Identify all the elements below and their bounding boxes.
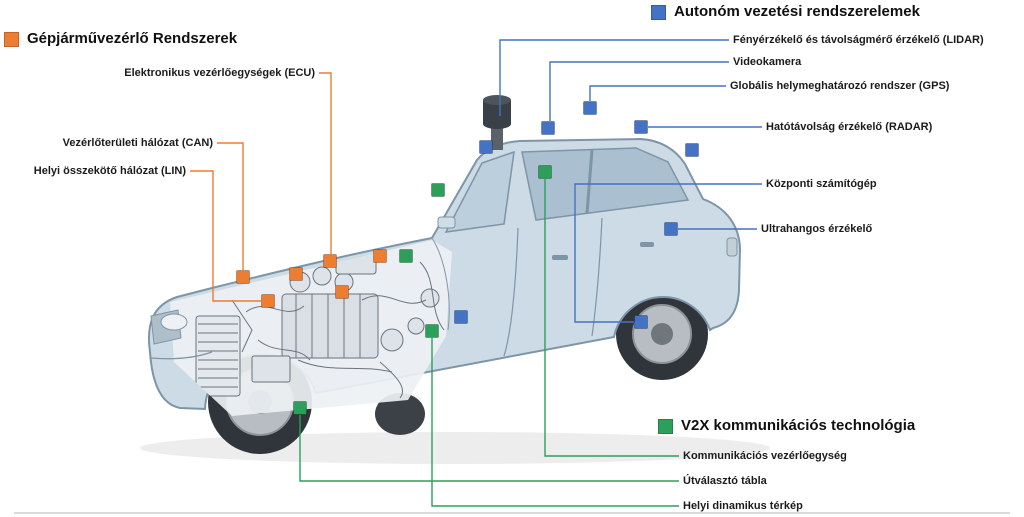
label-kommunikacios: Kommunikációs vezérlőegység [683,450,847,462]
v2x-roof-marker [431,183,445,197]
utvalaszto-marker [293,401,307,415]
door-seam-front [503,227,519,357]
connector-lidar [499,39,729,116]
vehicle-control-legend-icon [4,31,19,47]
control-module-marker-2 [335,285,349,299]
legend-vehicle-control-title: Gépjárművezérlő Rendszerek [27,30,238,47]
connector-can [217,142,244,270]
label-gps: Globális helymeghatározó rendszer (GPS) [730,80,950,92]
connector-ecu [319,72,332,254]
dinamikus-terkep-marker [425,324,439,338]
rear-wheel [616,288,708,380]
connector-kommunikacios [544,179,679,457]
ground-line [14,512,1010,514]
lidar-unit [483,95,511,150]
connector-lin [190,170,261,302]
autonomous-legend-icon [651,4,666,20]
connector-utvalaszto [299,415,679,482]
label-ecu: Elektronikus vezérlőegységek (ECU) [124,67,315,79]
body-sensor-marker [454,310,468,324]
control-module-marker-1 [289,267,303,281]
component-markers [236,101,699,415]
label-lidar: Fényérzékelő és távolságmérő érzékelő (L… [733,34,984,46]
windshield [444,150,515,233]
kommunikacios-marker [538,165,552,179]
radar-marker-1 [634,120,648,134]
label-kozponti-szamitogep: Központi számítógép [766,178,877,190]
car-illustration [148,95,742,454]
engine-bay-edge [431,237,450,331]
b-pillar [585,149,594,214]
ecu-marker [323,254,337,268]
gps-marker [583,101,597,115]
label-lin: Helyi összekötő hálózat (LIN) [33,165,186,177]
v2x-engine-marker [399,249,413,263]
kozponti-szamitogep-marker [634,315,648,329]
legend-v2x: V2X kommunikációs technológia [658,417,915,435]
v2x-legend-icon [658,418,673,434]
taillight [726,237,738,257]
can-marker [236,270,250,284]
headlight [160,313,188,331]
connector-kozponti-szamitogep [574,183,762,323]
ultrahangos-marker [664,222,678,236]
label-can: Vezérlőterületi hálózat (CAN) [62,137,213,149]
lin-marker [261,294,275,308]
label-videokamera: Videokamera [733,56,802,68]
legend-autonomous: Autonóm vezetési rendszerelemek [651,3,920,21]
radar-marker-2 [685,143,699,157]
label-dinamikus-terkep: Helyi dinamikus térkép [683,500,803,512]
legend-autonomous-title: Autonóm vezetési rendszerelemek [674,3,920,20]
side-mirror [437,216,456,229]
connector-videokamera [549,61,729,121]
door-seam-rear [591,217,603,337]
roof-sensor-marker [479,140,493,154]
connector-dinamikus-terkep [431,338,679,507]
door-handle-rear [640,242,654,247]
label-radar: Hatótávolság érzékelő (RADAR) [766,121,933,133]
bumper-line [149,351,213,360]
far-front-wheel [375,393,425,435]
connector-gps [589,85,726,101]
legend-vehicle-control: Gépjárművezérlő Rendszerek [4,30,237,48]
label-utvalaszto: Útválasztó tábla [683,475,767,487]
legend-v2x-title: V2X kommunikációs technológia [681,417,916,434]
control-module-marker-3 [373,249,387,263]
door-handle-front [552,255,568,260]
videokamera-marker [541,121,555,135]
connector-lines [190,39,762,507]
label-ultrahangos: Ultrahangos érzékelő [761,223,873,235]
